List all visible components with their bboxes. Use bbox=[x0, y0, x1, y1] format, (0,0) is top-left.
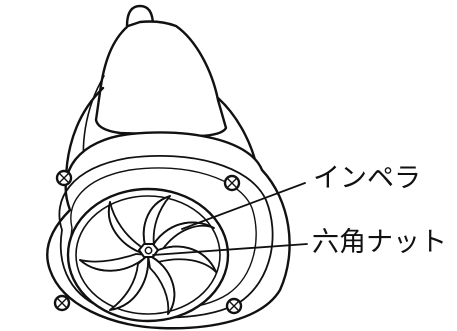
screw-icon bbox=[223, 174, 241, 192]
screw-icon bbox=[55, 169, 73, 187]
leader-line-impeller bbox=[181, 182, 306, 230]
hex-nut-label: 六角ナット bbox=[312, 227, 447, 258]
screw-icon bbox=[53, 294, 71, 312]
impeller-label: インペラ bbox=[313, 163, 421, 194]
impeller bbox=[79, 195, 217, 315]
hex-nut bbox=[138, 243, 159, 258]
screw-icon bbox=[225, 297, 243, 315]
leader-line-hex-nut bbox=[152, 243, 308, 256]
